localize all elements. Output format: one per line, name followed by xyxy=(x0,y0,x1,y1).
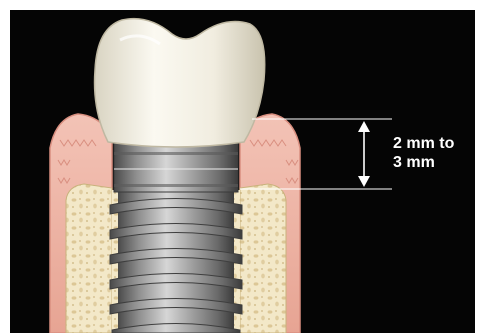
measurement-label: 2 mm to 3 mm xyxy=(393,134,478,172)
tooth-crown xyxy=(95,19,265,147)
implant-abutment xyxy=(114,140,238,192)
bone-right xyxy=(240,184,286,333)
implant-screw xyxy=(110,188,242,333)
measurement-line-1: 2 mm to xyxy=(393,134,478,153)
bone-left xyxy=(66,184,112,333)
measurement-line-2: 3 mm xyxy=(393,153,478,172)
